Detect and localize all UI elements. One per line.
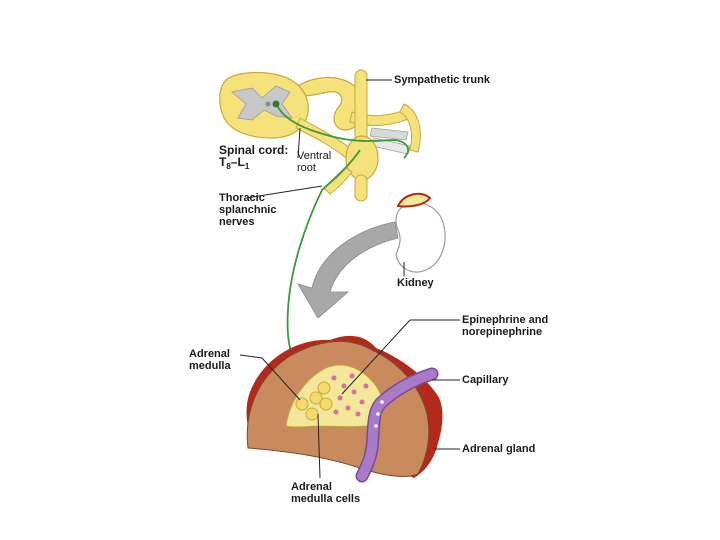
nerve-branch-right <box>399 103 421 153</box>
leader-ventral-root <box>297 127 301 159</box>
label-kidney: Kidney <box>397 277 434 289</box>
granule <box>380 400 384 404</box>
medulla-cell <box>317 381 331 395</box>
curved-arrow-down <box>297 221 399 319</box>
hormone-granules <box>331 373 369 417</box>
label-epinephrine-line2: norepinephrine <box>462 326 543 338</box>
splanchnic-trunk-segment <box>323 167 353 195</box>
label-spinal-cord-t-sub: 8 <box>226 162 231 171</box>
leader-epinephrine <box>341 319 411 395</box>
kidney-outline <box>395 192 446 273</box>
label-ventral-root: Ventral root <box>297 150 331 174</box>
granule <box>331 375 337 381</box>
granule <box>349 373 355 379</box>
dorsal-root <box>294 76 366 131</box>
kidney-adrenal-cap <box>396 192 432 208</box>
label-ventral-root-line2: root <box>297 162 316 174</box>
medulla-cell <box>295 397 309 411</box>
label-spinal-cord-dash: –L <box>230 155 245 169</box>
leader-medulla-cells <box>317 413 321 479</box>
granule <box>337 395 343 401</box>
leader-lines <box>239 79 460 479</box>
central-canal <box>265 101 271 107</box>
granule <box>345 405 351 411</box>
label-adrenal-gland: Adrenal gland <box>462 443 536 455</box>
granule <box>355 411 361 417</box>
label-spinal-cord-segments: T8–L1 <box>219 156 288 173</box>
neuron-cell-body <box>272 100 280 108</box>
preganglionic-fiber <box>275 102 409 379</box>
ramus-gray <box>369 127 409 141</box>
capillary-vessel-fill <box>357 369 437 481</box>
granule <box>333 409 339 415</box>
label-medulla-cells-line2: medulla cells <box>291 493 361 505</box>
label-ventral-root-line1: Ventral <box>297 150 332 162</box>
medulla-cell <box>309 391 323 405</box>
label-spinal-cord-title: Spinal cord: <box>219 143 289 157</box>
granule <box>359 399 365 405</box>
leader-adrenal-medulla <box>239 354 263 359</box>
gray-matter <box>231 85 293 121</box>
label-thoracic-line1: Thoracic <box>219 192 265 204</box>
label-epinephrine: Epinephrine and norepinephrine <box>462 314 548 338</box>
leader-adrenal-medulla-2 <box>261 357 301 401</box>
label-capillary: Capillary <box>462 374 509 386</box>
label-spinal-cord: Spinal cord: T8–L1 <box>219 144 288 173</box>
label-adrenal-medulla-line1: Adrenal <box>189 348 230 360</box>
label-thoracic-splanchnic: Thoracic splanchnic nerves <box>219 192 276 228</box>
label-medulla-cells: Adrenal medulla cells <box>291 481 360 505</box>
label-epinephrine-line1: Epinephrine and <box>462 314 549 326</box>
label-spinal-cord-t: T <box>219 155 227 169</box>
label-spinal-cord-l-sub: 1 <box>244 162 250 171</box>
granule <box>341 383 347 389</box>
label-adrenal-medulla: Adrenal medulla <box>189 348 231 372</box>
medulla-cell <box>319 397 333 411</box>
granule <box>363 383 369 389</box>
label-sympathetic-trunk: Sympathetic trunk <box>394 74 490 86</box>
adrenal-gland-section <box>246 335 443 483</box>
granule <box>376 412 380 416</box>
label-medulla-cells-line1: Adrenal <box>291 481 332 493</box>
leader-thoracic <box>245 185 323 199</box>
label-thoracic-line3: nerves <box>219 216 255 228</box>
granule <box>351 389 357 395</box>
medulla-cell <box>305 407 319 421</box>
label-thoracic-line2: splanchnic <box>219 204 277 216</box>
capillary-granules <box>374 400 384 428</box>
kidney <box>395 202 446 273</box>
sympathetic-trunk <box>323 69 379 202</box>
label-adrenal-medulla-line2: medulla <box>189 360 231 372</box>
spinal-cord-cross-section <box>219 71 421 159</box>
granule <box>374 424 378 428</box>
medulla-cells <box>295 381 333 421</box>
sympathetic-trunk-lower <box>354 174 368 202</box>
